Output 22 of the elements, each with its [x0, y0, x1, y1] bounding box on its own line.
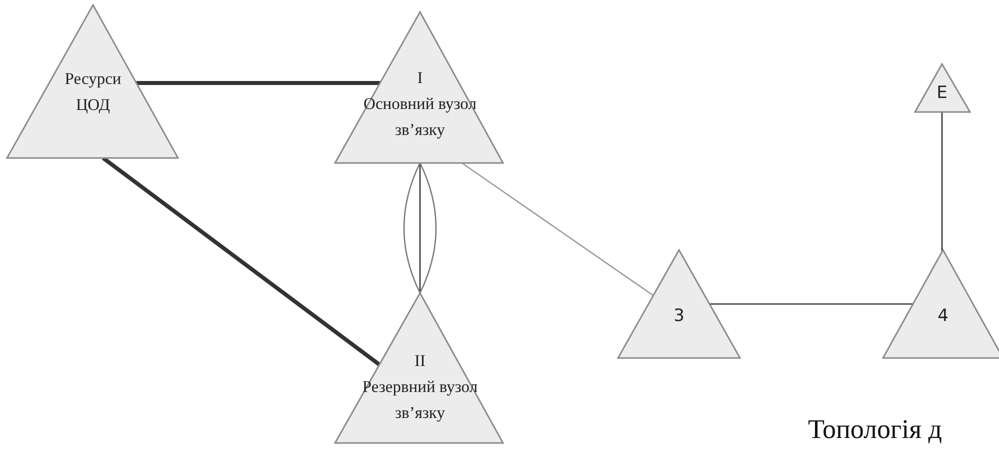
triangle-node — [7, 5, 178, 158]
triangle-node — [915, 64, 970, 112]
triangle-node — [335, 12, 503, 163]
node-label: Резервний вузол зв’язку — [361, 376, 479, 424]
triangle-node — [335, 293, 503, 443]
caption-text: Топологія д — [808, 414, 942, 445]
node-label: I — [416, 67, 424, 89]
node-label: 4 — [936, 305, 950, 328]
connector-line — [419, 163, 421, 293]
connector-line — [403, 162, 421, 294]
connector-line — [136, 81, 380, 85]
connector-line — [419, 162, 437, 294]
triangle-node — [883, 250, 999, 358]
node-label: Основний вузол зв’язку — [362, 93, 478, 141]
node-label: Ресурси ЦОД — [64, 68, 122, 116]
node-label: E — [936, 82, 948, 105]
connector-line — [710, 303, 913, 305]
connector-line — [462, 162, 654, 296]
triangle-node — [618, 250, 740, 358]
connector-line — [941, 112, 943, 252]
node-label: 3 — [672, 305, 686, 328]
node-label: II — [414, 350, 426, 372]
